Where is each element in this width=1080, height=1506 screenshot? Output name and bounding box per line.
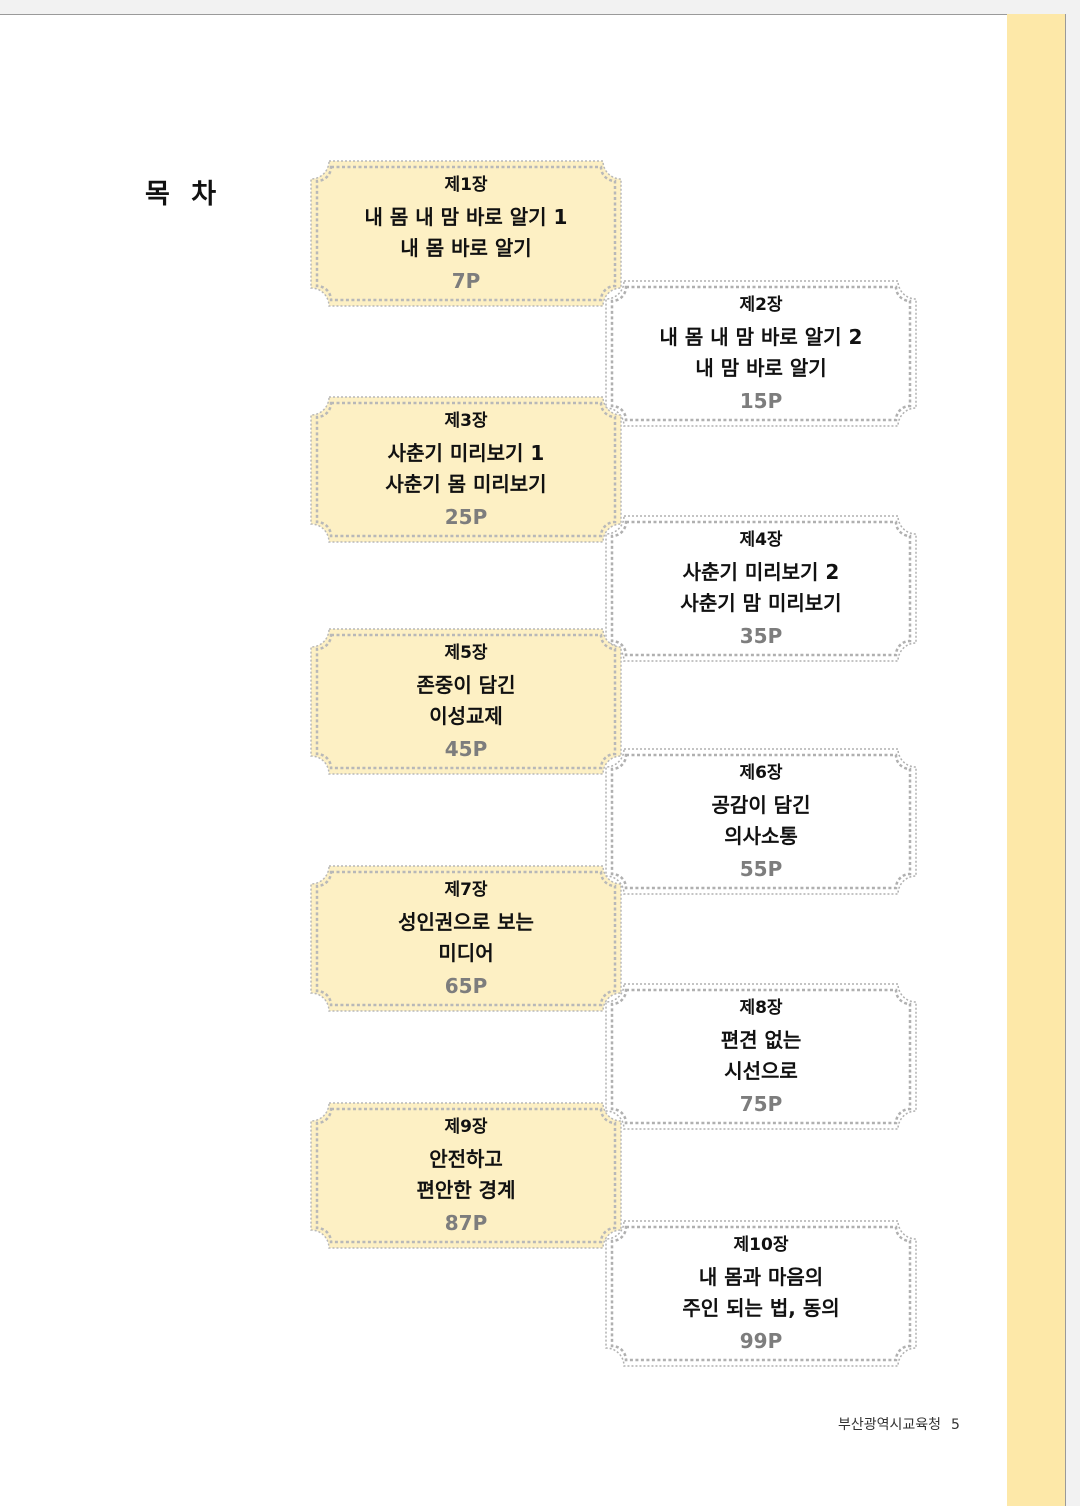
chapter-page: 15P [739, 388, 783, 413]
chapter-title-line2: 의사소통 [724, 823, 798, 848]
page-footer: 부산광역시교육청 5 [838, 1414, 960, 1434]
chapter-title-line1: 내 몸과 마음의 [698, 1264, 824, 1289]
chapter-title-line2: 편안한 경계 [416, 1177, 516, 1202]
chapter-title-line2: 이성교제 [429, 703, 503, 728]
toc-title: 목 차 [145, 179, 223, 210]
card-frame [310, 396, 622, 543]
card-frame [310, 160, 622, 307]
chapter-number: 제8장 [739, 997, 783, 1018]
chapter-page: 75P [739, 1091, 783, 1116]
chapter-number: 제3장 [444, 410, 488, 431]
card-frame [310, 628, 622, 775]
publisher-name: 부산광역시교육청 [838, 1417, 942, 1433]
card-frame [605, 1220, 917, 1367]
card-frame [310, 865, 622, 1012]
card-frame [605, 748, 917, 895]
chapter-title-line1: 공감이 담긴 [711, 792, 811, 817]
page-number: 5 [951, 1417, 960, 1433]
side-color-band [1007, 14, 1065, 1506]
chapter-page: 7P [451, 268, 481, 293]
chapter-number: 제6장 [739, 762, 783, 783]
chapter-page: 55P [739, 856, 783, 881]
card-frame [310, 1102, 622, 1249]
chapter-title-line2: 사춘기 맘 미리보기 [680, 590, 842, 615]
chapter-title-line2: 시선으로 [724, 1058, 798, 1083]
chapter-title-line1: 사춘기 미리보기 1 [387, 440, 545, 465]
chapter-page: 25P [444, 504, 488, 529]
chapter-title-line2: 내 맘 바로 알기 [695, 355, 827, 380]
chapter-title-line1: 안전하고 [429, 1146, 503, 1171]
chapter-title-line2: 주인 되는 법, 동의 [682, 1295, 840, 1320]
chapter-title-line1: 편견 없는 [720, 1027, 802, 1052]
chapter-title-line2: 내 몸 바로 알기 [400, 235, 532, 260]
chapter-title-line1: 존중이 담긴 [416, 672, 516, 697]
chapter-number: 제2장 [739, 294, 783, 315]
chapter-number: 제9장 [444, 1116, 488, 1137]
chapter-number: 제7장 [444, 879, 488, 900]
chapter-title-line1: 사춘기 미리보기 2 [682, 559, 840, 584]
chapter-title-line1: 성인권으로 보는 [398, 909, 534, 934]
chapter-title-line2: 사춘기 몸 미리보기 [385, 471, 547, 496]
chapter-number: 제4장 [739, 529, 783, 550]
chapter-number: 제1장 [444, 174, 488, 195]
chapter-page: 65P [444, 973, 488, 998]
card-frame [605, 515, 917, 662]
chapter-page: 87P [444, 1210, 488, 1235]
chapter-page: 45P [444, 736, 488, 761]
chapter-number: 제10장 [733, 1234, 789, 1255]
chapter-page: 35P [739, 623, 783, 648]
chapter-title-line1: 내 몸 내 맘 바로 알기 2 [659, 324, 863, 349]
card-frame [605, 983, 917, 1130]
chapter-number: 제5장 [444, 642, 488, 663]
chapter-title-line2: 미디어 [438, 940, 494, 965]
chapter-page: 99P [739, 1328, 783, 1353]
chapter-title-line1: 내 몸 내 맘 바로 알기 1 [364, 204, 568, 229]
card-frame [605, 280, 917, 427]
